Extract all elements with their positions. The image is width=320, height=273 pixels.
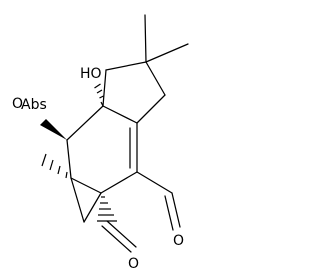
carbonyl-oxygen-label-right: O — [173, 233, 184, 249]
bond-c7-cho-o-double — [101, 225, 132, 253]
bond-c8-c10 — [70, 177, 85, 223]
oxygen-label-left: O — [12, 96, 23, 112]
hashed-bond-c7-cho — [97, 196, 117, 222]
bond-c4-c5 — [102, 105, 138, 124]
hashed-bond-c5-oh — [94, 83, 104, 107]
bond-c10-c7 — [83, 192, 102, 223]
molecule-diagram: HO O Abs O O — [12, 14, 189, 272]
bond-c8-c9 — [66, 139, 72, 179]
bond-methyl-right — [145, 43, 189, 63]
bond-c7-cho-o — [106, 220, 137, 248]
hydroxyl-label: HO — [80, 66, 102, 82]
bond-c6-cho — [136, 171, 173, 194]
bond-c6-c7 — [100, 171, 138, 194]
wedge-bond-c9-o — [40, 119, 67, 140]
bond-c9-c5 — [66, 105, 104, 141]
bond-c7-c8 — [70, 177, 102, 194]
abs-label: Abs — [21, 97, 47, 113]
bond-c5-c1 — [102, 69, 107, 107]
bond-c3-c4 — [136, 94, 166, 124]
bond-methyl-top — [144, 14, 147, 63]
bond-c1-c2 — [105, 61, 147, 71]
bond-c6-cho-o — [171, 192, 181, 228]
bond-c6-cho-o-double — [164, 195, 174, 231]
hashed-bond-c8-methyl — [41, 153, 68, 179]
carbonyl-oxygen-label-bottom: O — [128, 256, 139, 272]
bond-c2-c3 — [145, 61, 166, 96]
